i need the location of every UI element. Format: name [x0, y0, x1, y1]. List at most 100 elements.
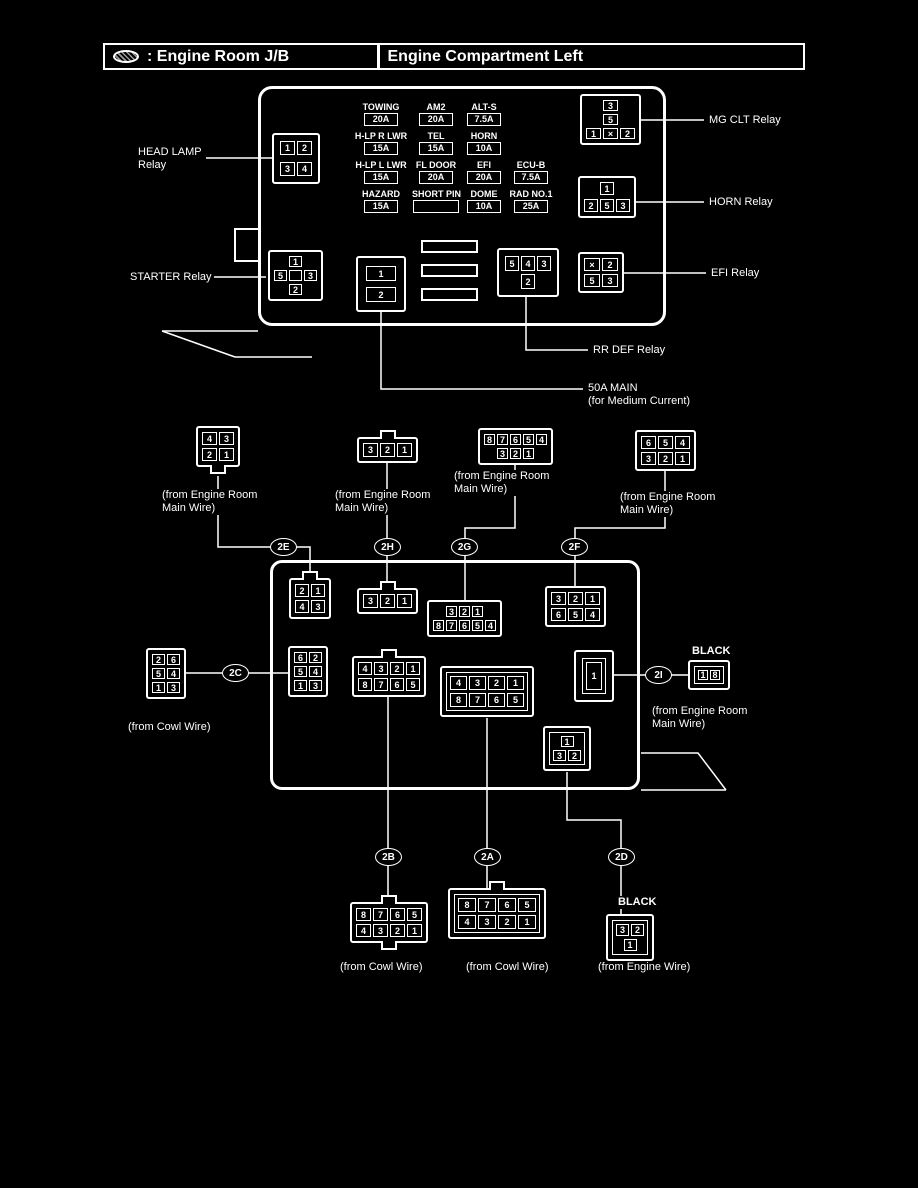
pin: 3 [551, 592, 566, 605]
pin: 2 [202, 448, 217, 461]
pin: 1 [586, 662, 602, 690]
wire-2g [464, 465, 516, 602]
pin: 1 [407, 924, 422, 937]
caption-2b-source: (from Cowl Wire) [338, 961, 425, 974]
pin: 4 [521, 256, 535, 271]
pin: 3 [446, 606, 457, 617]
pin: 1 [280, 141, 295, 155]
pin: 1 [675, 452, 690, 465]
pin: 2 [295, 584, 309, 597]
fuse-name-label: TEL [427, 131, 445, 141]
pin: 2 [390, 924, 405, 937]
caption-line: Main Wire) [335, 502, 389, 514]
connector-tab [381, 941, 397, 950]
pin: 3 [373, 924, 388, 937]
pin: 2 [488, 676, 505, 690]
pin: 3 [167, 682, 180, 693]
pin: 7 [446, 620, 457, 631]
pin: 3 [497, 448, 508, 459]
wire-50a-main [380, 312, 583, 390]
pin: 8 [356, 908, 371, 921]
title-left-label: : Engine Room J/B [147, 47, 290, 65]
pin-row: 5 [603, 114, 618, 125]
busbar [421, 264, 478, 277]
pin: 5 [274, 270, 287, 281]
head-lamp-relay-label-line2: Relay [136, 159, 169, 172]
pin: 1 [523, 448, 534, 459]
fuse-name-label: AM2 [426, 102, 446, 112]
connector-tab [379, 581, 396, 590]
fuse-rating-box: 7.5A [514, 171, 548, 184]
fuse-name-label: SHORT PIN [412, 189, 462, 199]
pin: 1 [586, 128, 601, 139]
pin: 4 [450, 676, 467, 690]
fuse-rating-box: 20A [467, 171, 501, 184]
caption-2e-source: (from Engine Room Main Wire) [160, 489, 260, 515]
cutaway-right-diagonal [641, 752, 727, 791]
pin: 1 [698, 670, 708, 680]
fuse-rating-box: 20A [364, 113, 398, 126]
fuse-rating-box: 15A [364, 200, 398, 213]
pin: 2 [152, 654, 165, 665]
pin: 3 [616, 199, 630, 212]
pin-crossed: × [603, 128, 618, 139]
pin: 6 [390, 908, 405, 921]
caption-line: (from Engine Room [162, 489, 258, 501]
pin: 3 [309, 680, 322, 691]
pin: 7 [469, 693, 486, 707]
pin: 5 [658, 436, 673, 449]
caption-2f-source: (from Engine Room Main Wire) [618, 491, 718, 517]
connector-tab [379, 430, 396, 439]
busbar [421, 240, 478, 253]
rr-def-relay-label: RR DEF Relay [591, 344, 668, 357]
pin: 3 [553, 750, 566, 761]
pin: 1 [366, 266, 396, 281]
pin: 2 [297, 141, 312, 155]
pin: 1 [518, 915, 536, 929]
pin: 2 [631, 924, 644, 936]
main-50a-label-line2: (for Medium Current) [586, 395, 693, 408]
pin: 5 [507, 693, 524, 707]
fuse-rating-box [413, 200, 459, 213]
pin: 3 [469, 676, 486, 690]
pin: 4 [358, 662, 372, 675]
pin: 6 [551, 608, 566, 621]
pin: 5 [568, 608, 583, 621]
black-label-2d: BLACK [616, 896, 659, 909]
connector-tag-2i: 2I [645, 666, 672, 684]
pin: 3 [280, 162, 295, 176]
fuse-rating-box: 15A [364, 171, 398, 184]
connector-tag-2e: 2E [270, 538, 297, 556]
head-lamp-relay-label-line1: HEAD LAMP [136, 146, 204, 159]
caption-line: (from Cowl Wire) [128, 721, 211, 733]
pin-row: 2 [366, 287, 396, 302]
pin: 3 [478, 915, 496, 929]
pin: 1 [406, 662, 420, 675]
connector-tag-2h: 2H [374, 538, 401, 556]
pin: 2 [390, 662, 404, 675]
pin: 1 [289, 256, 302, 267]
